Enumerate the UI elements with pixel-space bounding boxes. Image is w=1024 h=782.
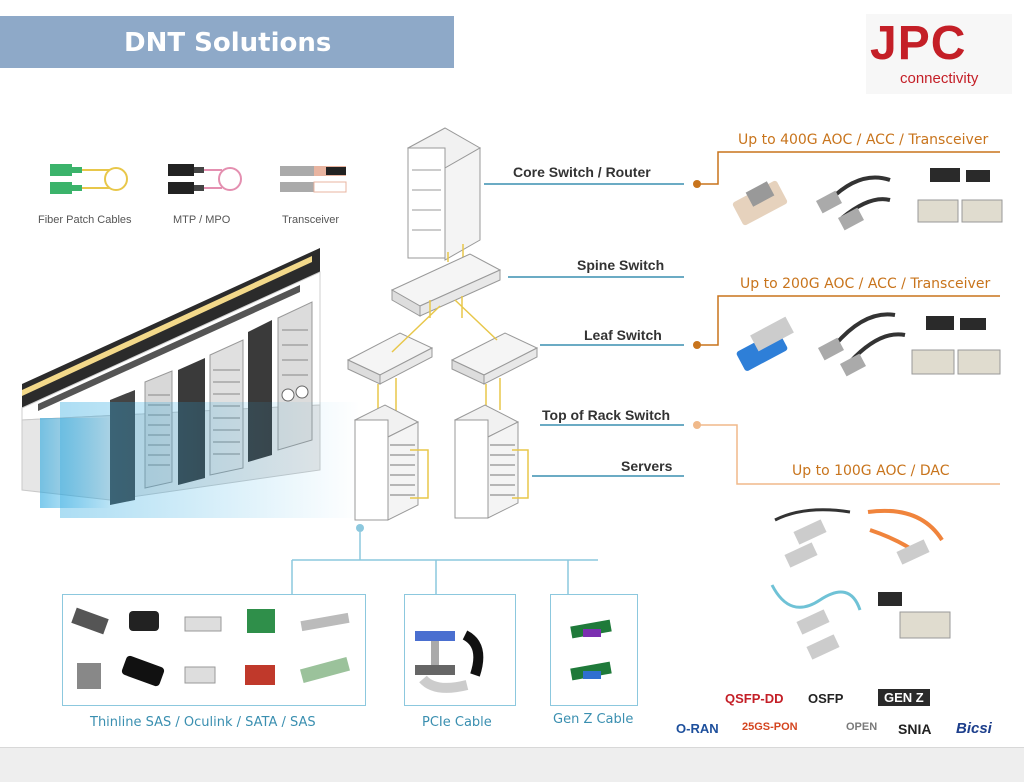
spine-switch [390, 253, 502, 317]
brand-25gs-pon: 25GS-PON [742, 721, 798, 733]
pcie-cable-graphic [415, 630, 484, 693]
icon-label-fiber: Fiber Patch Cables [38, 214, 132, 226]
company-logo: JPC connectivity [866, 14, 1012, 94]
label-core-switch: Core Switch / Router [513, 164, 651, 180]
core-switch-rack [406, 127, 482, 262]
brand-snia: SNIA [898, 721, 932, 737]
sas-connectors-graphic [71, 607, 350, 689]
brand-bicsi: Bicsi [956, 720, 992, 737]
brand-open: OPEN [846, 721, 878, 733]
connector-tree [291, 532, 598, 594]
leaf-switch-left [346, 332, 434, 385]
mtp-mpo-icon [168, 164, 242, 194]
100g-products [770, 508, 951, 660]
server-rack-left [353, 404, 429, 521]
label-spine-switch: Spine Switch [577, 257, 665, 273]
solution-400g: Up to 400G AOC / ACC / Transceiver [738, 132, 989, 148]
label-leaf-switch: Leaf Switch [584, 327, 662, 343]
box-thinline-sas [62, 594, 366, 706]
fiber-patch-cable-icon [50, 164, 128, 194]
box-gen-z [550, 594, 638, 706]
data-center-hall [21, 248, 360, 518]
brand-gen-z: GEN Z [878, 689, 930, 706]
footer-bar [0, 747, 1024, 782]
label-pcie: PCIe Cable [422, 715, 492, 730]
200g-products [736, 312, 1001, 377]
icon-label-mtp: MTP / MPO [173, 214, 231, 226]
server-rack-right [453, 404, 529, 519]
logo-tagline: connectivity [900, 70, 979, 87]
label-servers: Servers [621, 458, 673, 474]
box-pcie [404, 594, 516, 706]
label-thinline-sas: Thinline SAS / Oculink / SATA / SAS [90, 715, 316, 730]
title-banner: DNT Solutions [0, 16, 454, 68]
brand-o-ran: O-RAN [676, 721, 719, 736]
transceiver-icon [280, 166, 347, 193]
400g-products [732, 168, 1003, 231]
gen-z-cable-graphic [570, 619, 612, 681]
leaf-switch-right [450, 332, 539, 385]
brand-qsfp-dd: QSFP-DD [725, 691, 784, 706]
icon-label-transceiver: Transceiver [282, 214, 340, 226]
solution-100g: Up to 100G AOC / DAC [792, 463, 950, 479]
brand-osfp: OSFP [808, 691, 844, 706]
switch-links [377, 296, 501, 412]
label-top-of-rack: Top of Rack Switch [542, 407, 671, 423]
logo-mark: JPC [870, 17, 967, 70]
label-gen-z: Gen Z Cable [553, 712, 634, 727]
solution-brackets [697, 151, 1000, 485]
label-underlines [484, 183, 684, 477]
page-title: DNT Solutions [124, 28, 332, 58]
solution-200g: Up to 200G AOC / ACC / Transceiver [740, 276, 991, 292]
